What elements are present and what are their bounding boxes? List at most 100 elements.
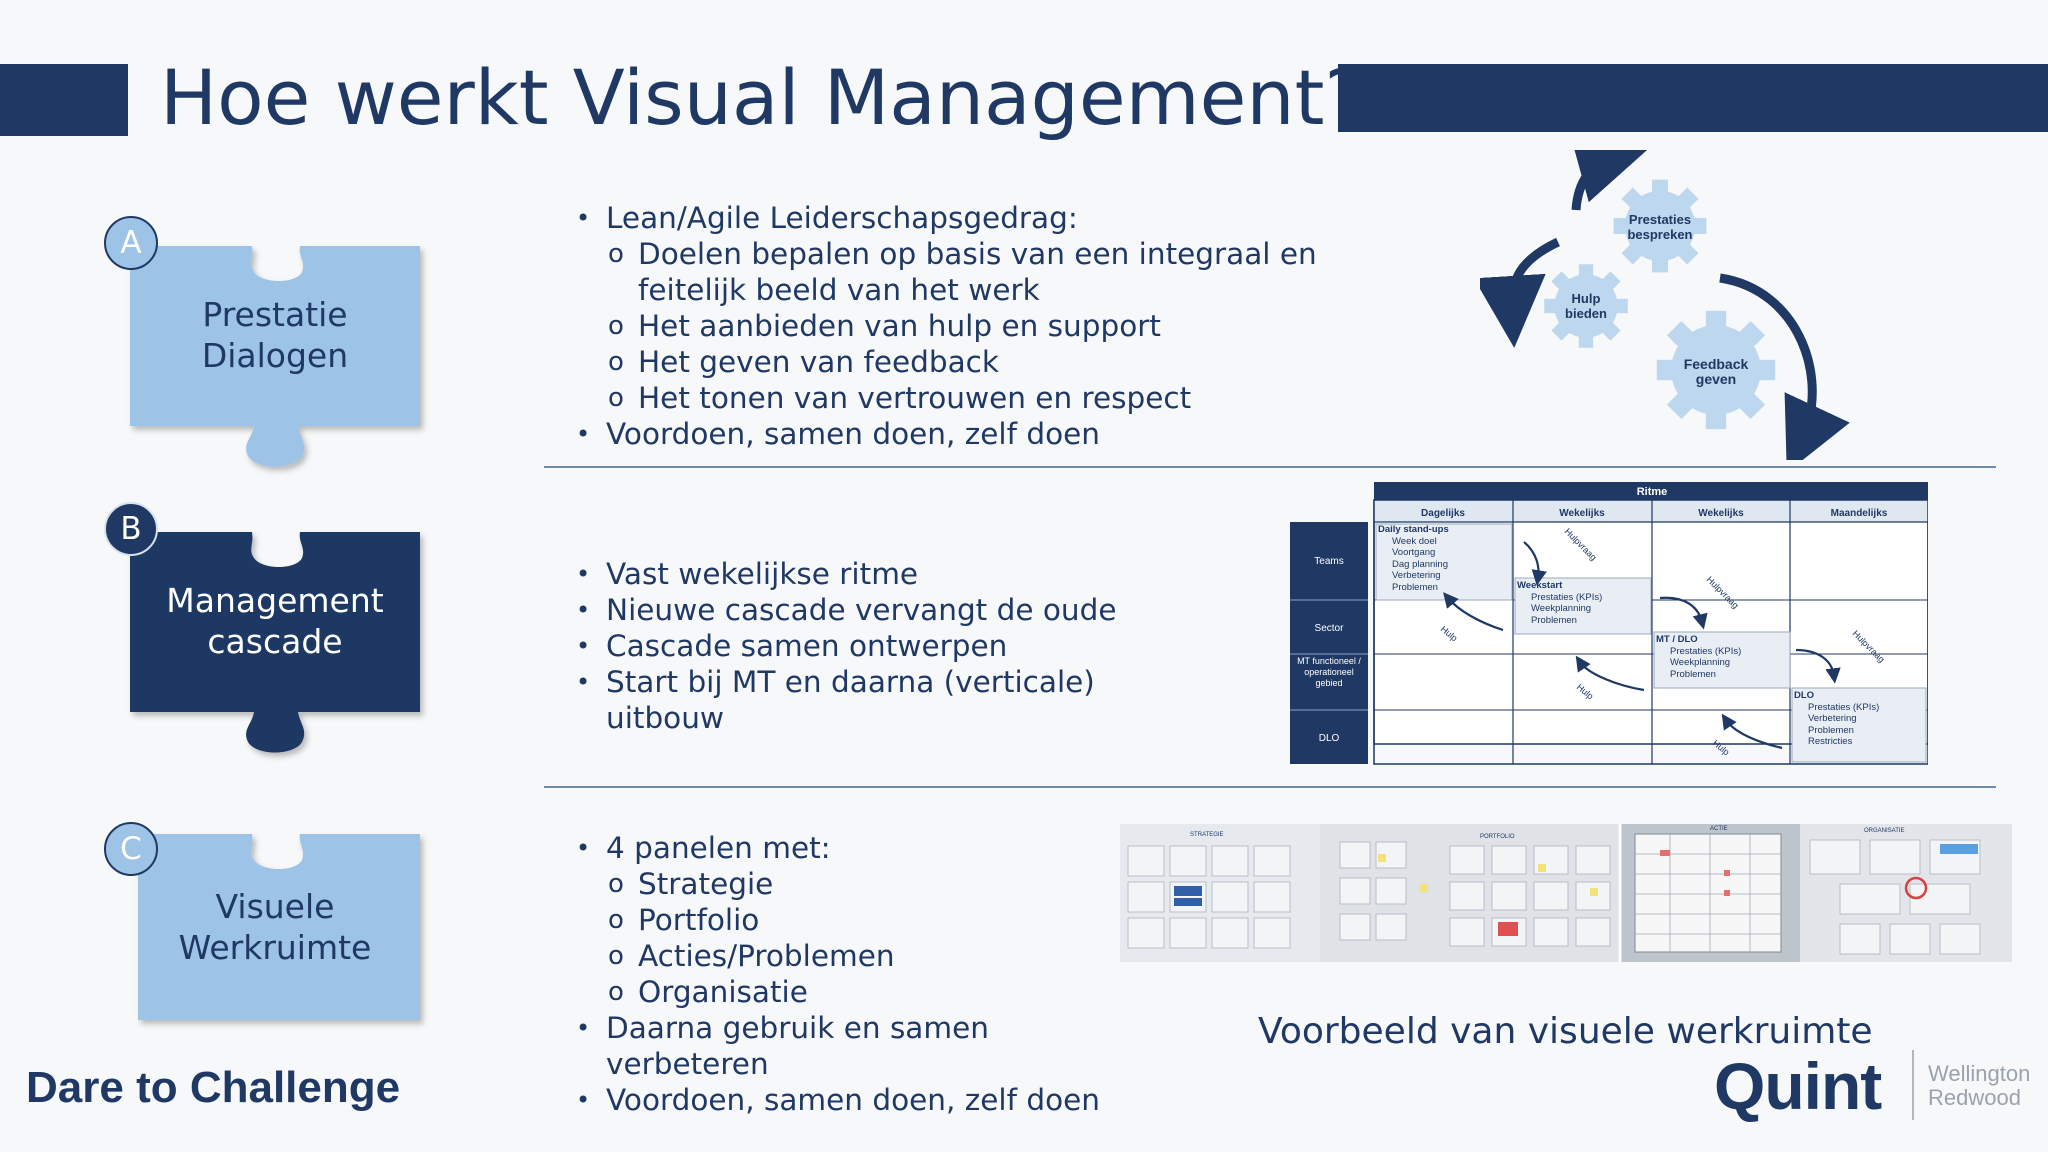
section-c-bullets: 4 panelen met: Strategie Portfolio Actie…: [544, 830, 1100, 1118]
photo-panel-label-strategie: STRATEGIE: [1190, 832, 1224, 838]
sub-bullet-item: Organisatie: [544, 974, 1100, 1010]
bullet-item: Nieuwe cascade vervangt de oude: [544, 592, 1117, 628]
box-dlo-item: Verbetering: [1808, 713, 1857, 724]
box-daily-title: Daily stand-ups: [1378, 524, 1449, 535]
pillar-b-label-line2: cascade: [207, 622, 343, 661]
section-divider-1: [544, 466, 1996, 468]
sub-bullet-item: Het aanbieden van hulp en support: [544, 308, 1317, 344]
arrow-help-3: [1721, 713, 1783, 750]
col-header-1: Dagelijks: [1421, 508, 1465, 519]
visual-workspace-photo: STRATEGIE PORTFOLIO ACTIE ORGANISATIE: [1120, 824, 2012, 962]
badge-b: B: [104, 502, 158, 556]
arrow-request-1: [1523, 541, 1547, 586]
box-daily-item: Problemen: [1392, 581, 1438, 593]
badge-c: C: [104, 822, 158, 876]
pillar-c-label-line1: Visuele: [215, 887, 335, 926]
sub-bullet-item: Het tonen van vertrouwen en respect: [544, 380, 1317, 416]
pillar-b-label-line1: Management: [166, 581, 384, 620]
sub-bullet-item: Doelen bepalen op basis van een integraa…: [544, 236, 1317, 272]
rhythm-header: Ritme: [1637, 486, 1668, 498]
pillar-a-label-line1: Prestatie: [202, 295, 348, 334]
box-mtdlo-item: Weekplanning: [1670, 657, 1731, 668]
row-label-sector: Sector: [1315, 623, 1345, 634]
bullet-item: Voordoen, samen doen, zelf doen: [544, 416, 1317, 452]
tagline: Dare to Challenge: [26, 1063, 401, 1112]
section-a-bullets: Lean/Agile Leiderschapsgedrag: Doelen be…: [544, 200, 1317, 452]
sub-bullet-item: Strategie: [544, 866, 1100, 902]
box-weekstart-item: Problemen: [1531, 614, 1577, 626]
box-mtdlo-item: Problemen: [1670, 668, 1716, 680]
box-daily-item: Voortgang: [1392, 547, 1436, 558]
bullet-item: Start bij MT en daarna (verticale): [544, 664, 1117, 700]
section-divider-2: [544, 786, 1996, 788]
header-accent-bar-right: [1338, 64, 2048, 132]
box-daily-item: Verbetering: [1392, 570, 1441, 581]
gear-feedback-label-1: Feedback: [1684, 356, 1749, 372]
box-mtdlo-title: MT / DLO: [1656, 634, 1698, 645]
gear-prestaties-label-1: Prestaties: [1629, 212, 1691, 227]
cycle-arrow-top: [1569, 150, 1649, 211]
gear-hulp-label-1: Hulp: [1572, 291, 1601, 306]
gear-hulp-label-2: bieden: [1565, 306, 1607, 321]
col-header-4: Maandelijks: [1831, 508, 1888, 519]
box-mtdlo-item: Prestaties (KPIs): [1670, 645, 1742, 657]
pillar-a-label: Prestatie Dialogen: [130, 294, 420, 376]
puzzle-piece-c: [138, 834, 420, 1020]
box-dlo-title: DLO: [1794, 690, 1815, 701]
gears-diagram: Prestaties bespreken Hulp bieden Feedbac…: [1480, 150, 1850, 460]
brand-sub-line2: Redwood: [1928, 1085, 2021, 1110]
pillar-c-label-line2: Werkruimte: [178, 928, 372, 967]
cycle-arrow-right: [1719, 273, 1850, 460]
puzzle-piece-b: [130, 532, 420, 753]
header-accent-bar-left: [0, 64, 128, 136]
sub-bullet-item: Acties/Problemen: [544, 938, 1100, 974]
bullet-continuation: verbeteren: [606, 1047, 769, 1081]
pillar-b-label: Management cascade: [130, 580, 420, 662]
col-header-3: Wekelijks: [1698, 508, 1744, 519]
row-label-mt: MT functioneel / operationeel gebied: [1297, 656, 1361, 688]
box-dlo-item: Problemen: [1808, 724, 1854, 736]
badge-a: A: [104, 216, 158, 270]
row-label-dlo: DLO: [1319, 733, 1340, 744]
puzzle-pieces: [130, 246, 420, 1020]
box-weekstart-item: Prestaties (KPIs): [1531, 591, 1603, 603]
arrow-help-2: [1575, 655, 1645, 692]
page-title: Hoe werkt Visual Management?: [160, 53, 1365, 142]
bullet-item: 4 panelen met:: [544, 830, 1100, 866]
bullet-item: Vast wekelijkse ritme: [544, 556, 1117, 592]
box-dlo-item: Restricties: [1808, 736, 1853, 747]
brand-sub-line1: Wellington: [1928, 1061, 2031, 1086]
box-weekstart-title: Weekstart: [1517, 580, 1563, 591]
box-dlo-item: Prestaties (KPIs): [1808, 701, 1880, 713]
col-header-2: Wekelijks: [1559, 508, 1605, 519]
bullet-item: Voordoen, samen doen, zelf doen: [544, 1082, 1100, 1118]
photo-panel-label-organisatie: ORGANISATIE: [1864, 828, 1905, 834]
brand-logo: Quint: [1714, 1049, 1882, 1123]
sub-bullet-continuation: feitelijk beeld van het werk: [638, 273, 1040, 307]
bullet-item: Daarna gebruik en samen: [544, 1010, 1100, 1046]
photo-panel-label-portfolio: PORTFOLIO: [1480, 834, 1515, 840]
gear-feedback-label-2: geven: [1696, 371, 1736, 387]
brand-sub-logo: Wellington Redwood: [1928, 1062, 2030, 1110]
box-weekstart-item: Weekplanning: [1531, 603, 1592, 614]
puzzle-piece-a: [130, 246, 420, 467]
row-label-teams: Teams: [1314, 556, 1343, 567]
pillar-a-label-line2: Dialogen: [201, 336, 349, 375]
bullet-item: Lean/Agile Leiderschapsgedrag:: [544, 200, 1317, 236]
arrow-request-2: [1659, 596, 1708, 630]
bullet-item: Cascade samen ontwerpen: [544, 628, 1117, 664]
rhythm-table: Ritme Dagelijks Wekelijks Wekelijks Maan…: [1290, 482, 1928, 765]
photo-panel-label-actie: ACTIE: [1710, 826, 1728, 832]
sub-bullet-item: Portfolio: [544, 902, 1100, 938]
arrow-request-3: [1795, 648, 1841, 684]
box-daily-item: Dag planning: [1392, 558, 1448, 570]
pillar-c-label: Visuele Werkruimte: [130, 886, 420, 968]
arrow-help-1: [1443, 592, 1504, 632]
cycle-arrow-left: [1480, 237, 1560, 348]
brand-separator: [1912, 1050, 1914, 1120]
box-daily-item: Week doel: [1392, 535, 1437, 547]
bullet-continuation: uitbouw: [606, 701, 725, 735]
gear-prestaties-label-2: bespreken: [1627, 227, 1692, 242]
sub-bullet-item: Het geven van feedback: [544, 344, 1317, 380]
section-b-bullets: Vast wekelijkse ritme Nieuwe cascade ver…: [544, 556, 1117, 736]
